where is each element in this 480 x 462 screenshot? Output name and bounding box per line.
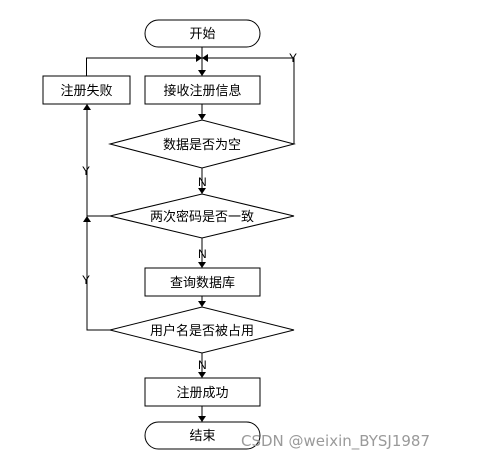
receive-info-label: 接收注册信息 bbox=[163, 83, 241, 99]
receive-info-node: 接收注册信息 bbox=[144, 75, 261, 105]
check-empty-label: 数据是否为空 bbox=[163, 138, 241, 153]
username-fail-label: Y bbox=[82, 273, 90, 287]
empty-yes-label: Y bbox=[289, 51, 297, 65]
password-ok-label: N bbox=[198, 247, 207, 261]
register-success-node: 注册成功 bbox=[144, 377, 261, 407]
check-empty-decision: 数据是否为空 bbox=[108, 119, 296, 169]
check-password-label: 两次密码是否一致 bbox=[150, 209, 254, 225]
check-password-decision: 两次密码是否一致 bbox=[109, 193, 295, 239]
watermark-text: CSDN @weixin_BYSJ1987 bbox=[241, 432, 431, 450]
check-username-decision: 用户名是否被占用 bbox=[109, 306, 295, 354]
register-success-label: 注册成功 bbox=[176, 386, 228, 401]
end-label: 结束 bbox=[189, 429, 215, 444]
empty-no-label: N bbox=[198, 175, 207, 189]
start-label: 开始 bbox=[189, 27, 215, 42]
end-node: 结束 bbox=[144, 421, 261, 450]
query-db-label: 查询数据库 bbox=[170, 275, 235, 291]
start-node: 开始 bbox=[144, 19, 261, 48]
check-username-label: 用户名是否被占用 bbox=[150, 323, 254, 339]
password-fail-label: Y bbox=[82, 164, 90, 178]
register-fail-node: 注册失败 bbox=[42, 75, 131, 105]
empty-yes-loop bbox=[202, 54, 295, 144]
fail-branch bbox=[83, 54, 202, 331]
register-fail-label: 注册失败 bbox=[60, 84, 112, 99]
main-connectors bbox=[198, 47, 206, 422]
query-db-node: 查询数据库 bbox=[144, 267, 261, 297]
username-ok-label: N bbox=[198, 358, 207, 372]
